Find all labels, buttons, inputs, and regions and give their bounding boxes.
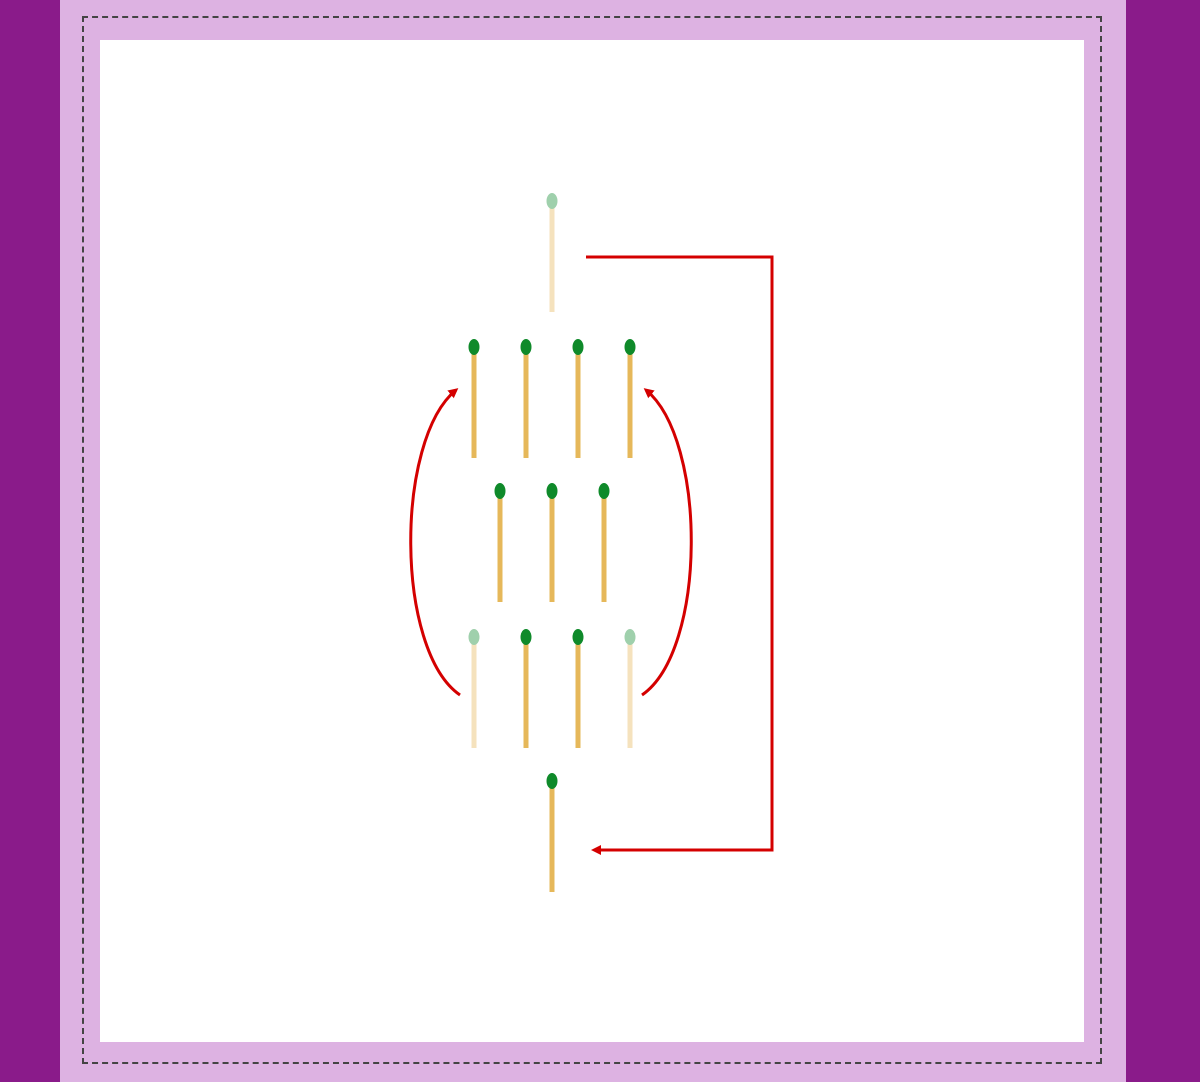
dashed-border xyxy=(82,16,1102,1064)
match-head xyxy=(546,483,558,499)
matchstick-middle-2 xyxy=(546,483,558,602)
match-stick xyxy=(523,346,529,458)
match-head xyxy=(624,339,636,355)
match-stick xyxy=(471,636,477,748)
match-stick xyxy=(627,636,633,748)
match-head xyxy=(598,483,610,499)
matchstick-middle-1 xyxy=(494,483,506,602)
matchstick-upper-3 xyxy=(572,339,584,458)
matchstick-upper-2 xyxy=(520,339,532,458)
match-stick xyxy=(523,636,529,748)
match-stick xyxy=(549,200,555,312)
match-stick xyxy=(471,346,477,458)
match-stick xyxy=(575,346,581,458)
matchstick-top-1-moved xyxy=(546,193,558,312)
matchstick-bottom-1 xyxy=(546,773,558,892)
match-stick xyxy=(549,780,555,892)
match-head xyxy=(546,193,558,209)
puzzle-card xyxy=(100,40,1084,1042)
match-head xyxy=(520,629,532,645)
match-stick xyxy=(575,636,581,748)
match-head xyxy=(624,629,636,645)
move-arrow-lower-4-to-upper-4 xyxy=(641,388,693,697)
match-head xyxy=(572,339,584,355)
move-arrows xyxy=(409,255,774,855)
matchstick-lower-1-moved xyxy=(468,629,480,748)
match-stick xyxy=(497,490,503,602)
matchstick-lower-4-moved xyxy=(624,629,636,748)
matchstick-lower-3 xyxy=(572,629,584,748)
matchstick-middle-3 xyxy=(598,483,610,602)
matchstick-lower-2 xyxy=(520,629,532,748)
match-stick xyxy=(549,490,555,602)
match-stick xyxy=(601,490,607,602)
matchstick-upper-1 xyxy=(468,339,480,458)
match-head xyxy=(572,629,584,645)
match-head xyxy=(546,773,558,789)
match-head xyxy=(468,629,480,645)
match-head xyxy=(494,483,506,499)
match-head xyxy=(468,339,480,355)
matchsticks xyxy=(468,193,636,892)
matchstick-upper-4 xyxy=(624,339,636,458)
match-head xyxy=(520,339,532,355)
move-arrow-lower-1-to-upper-1 xyxy=(409,388,461,697)
move-arrow-top-1-to-bottom-1 xyxy=(586,255,774,855)
match-stick xyxy=(627,346,633,458)
